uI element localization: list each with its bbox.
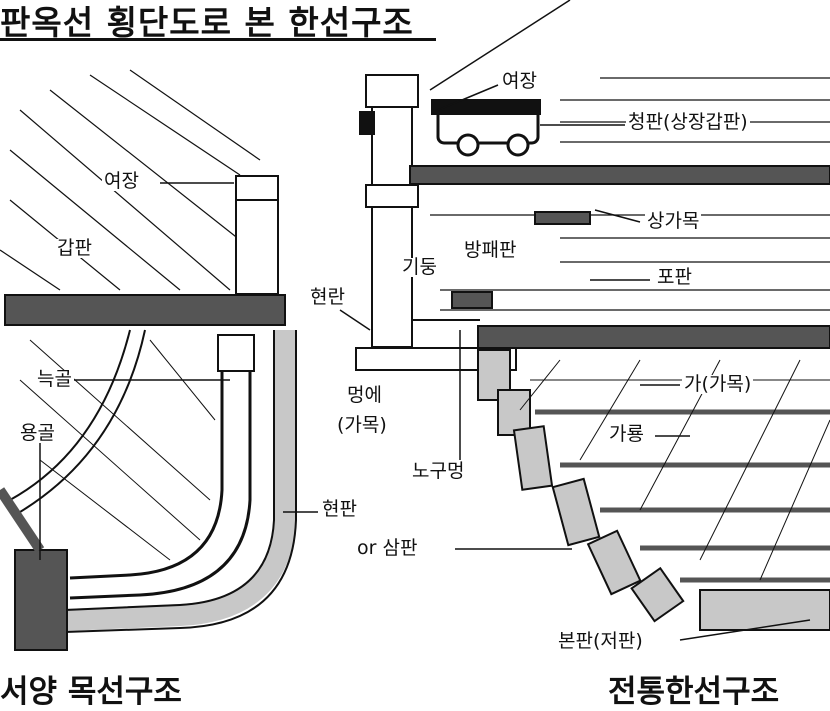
label-ga: 가(가목) [682,373,754,395]
label-garyong: 가룡 [607,423,646,445]
label-gidung: 기둥 [400,256,439,278]
label-meonge: 멍에 [345,384,384,406]
label-sampan: or 삼판 [355,537,420,559]
label-hyeonran: 현란 [308,286,347,308]
leader-lines [39,84,811,641]
hull-hatching [19,339,216,561]
label-cheongpan: 청판(상장갑판) [626,111,750,133]
caption-korean: 전통한선구조 [608,674,780,710]
label-sanggamok: 상가목 [645,210,702,232]
label-yeojang-korean: 여장 [500,70,539,92]
label-neukgol: 늑골 [35,368,74,390]
label-popan: 포판 [655,266,694,288]
label-hyeonpan: 현판 [320,498,359,520]
label-bonpan: 본판(저판) [556,630,645,652]
korean-hull-hatching [519,359,830,581]
caption-western: 서양 목선구조 [0,674,182,710]
title-underline [0,38,436,41]
label-yeojang-western: 여장 [102,170,141,192]
label-gamok: (가목) [335,414,389,436]
label-yonggol: 용골 [18,422,57,444]
label-gappan: 갑판 [55,237,94,259]
page-title: 판옥선 횡단도로 본 한선구조 [0,3,414,42]
label-nogumeong: 노구멍 [410,460,467,482]
label-bangpaepan: 방패판 [462,239,519,261]
